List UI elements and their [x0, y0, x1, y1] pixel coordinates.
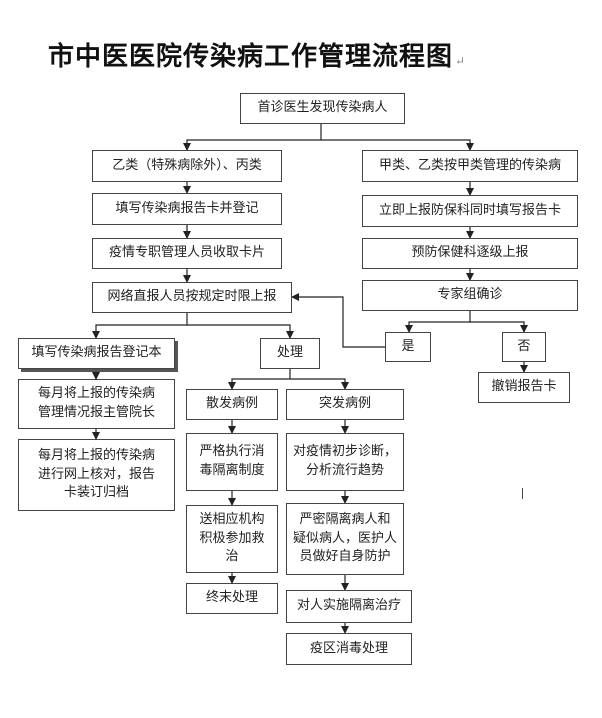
send-org-text: 送相应机构 积极参加救 治 — [199, 511, 265, 565]
disinfect-rule-text: 严格执行消 毒隔离制度 — [199, 444, 265, 478]
node-final-handling: 终末处理 — [186, 583, 278, 614]
node-strict-isolation: 严密隔离病人和 疑似病人，医护人 员做好自身防护 — [286, 503, 404, 575]
node-monthly-report: 每月将上报的传染病 管理情况报主管院长 — [18, 379, 175, 429]
text-cursor — [522, 488, 523, 499]
node-monthly-archive: 每月将上报的传染病 进行网上核对，报告 卡装订归档 — [18, 439, 175, 511]
monthly-archive-text: 每月将上报的传染病 进行网上核对，报告 卡装订归档 — [37, 447, 155, 501]
node-fill-card: 填写传染病报告卡并登记 — [92, 193, 282, 225]
node-net-report: 网络直报人员按规定时限上报 — [92, 282, 292, 313]
node-yes: 是 — [385, 332, 431, 362]
node-prevention-dept: 预防保健科逐级上报 — [362, 238, 578, 269]
node-collect-card: 疫情专职管理人员收取卡片 — [92, 238, 282, 269]
node-start: 首诊医生发现传染病人 — [240, 93, 405, 124]
node-cancel-card: 撤销报告卡 — [478, 372, 570, 403]
node-send-org: 送相应机构 积极参加救 治 — [186, 505, 278, 573]
node-register-book: 填写传染病报告登记本 — [18, 338, 175, 369]
node-outbreak: 突发病例 — [286, 389, 404, 420]
node-expert-confirm: 专家组确诊 — [362, 280, 578, 311]
page-title: 市中医医院传染病工作管理流程图↵ — [48, 36, 466, 73]
monthly-report-text: 每月将上报的传染病 管理情况报主管院长 — [37, 386, 155, 420]
node-no: 否 — [502, 332, 546, 362]
strict-isolation-text: 严密隔离病人和 疑似病人，医护人 员做好自身防护 — [292, 511, 397, 565]
node-handle: 处理 — [260, 338, 320, 369]
node-preliminary-diagnosis: 对疫情初步诊断， 分析流行趋势 — [286, 433, 404, 491]
return-mark-icon: ↵ — [455, 54, 467, 68]
node-disinfect-rule: 严格执行消 毒隔离制度 — [186, 433, 278, 491]
preliminary-diagnosis-text: 对疫情初步诊断， 分析流行趋势 — [292, 444, 397, 478]
node-isolation-treatment: 对人实施隔离治疗 — [286, 590, 412, 623]
node-class-a: 甲类、乙类按甲类管理的传染病 — [362, 150, 578, 182]
node-class-b-c: 乙类（特殊病除外）、丙类 — [92, 150, 282, 182]
node-zone-disinfection: 疫区消毒处理 — [286, 633, 412, 665]
node-immediate-report: 立即上报防保科同时填写报告卡 — [362, 195, 578, 227]
node-sporadic: 散发病例 — [186, 389, 278, 420]
title-text: 市中医医院传染病工作管理流程图 — [48, 42, 454, 72]
